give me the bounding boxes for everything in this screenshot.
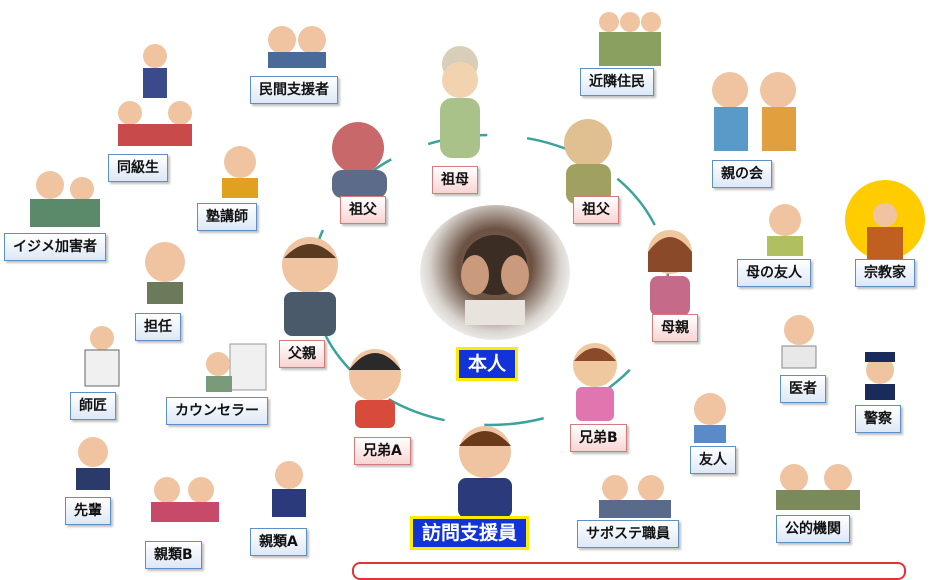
label-master: 師匠: [70, 392, 116, 420]
label-moms-friend: 母の友人: [737, 259, 811, 287]
label-police: 警察: [855, 405, 901, 433]
supporter-figure: [458, 426, 512, 518]
label-brother-a: 兄弟A: [354, 437, 411, 465]
label-relative-b: 親類B: [145, 541, 202, 569]
label-senior: 先輩: [65, 497, 111, 525]
label-public-agency: 公的機関: [776, 515, 850, 543]
father-figure: [282, 237, 338, 336]
relative-a-figure: [272, 461, 306, 517]
classmate-figure: [118, 44, 192, 146]
private-supporter-figure: [268, 26, 326, 68]
parents-group-figure: [712, 72, 796, 151]
label-self: 本人: [456, 347, 519, 381]
label-neighbors: 近隣住民: [580, 68, 654, 96]
label-father: 父親: [279, 340, 325, 368]
senior-figure: [76, 437, 110, 490]
homeroom-figure: [145, 242, 185, 304]
bully-figure: [30, 171, 100, 227]
friend-figure: [694, 393, 726, 443]
police-figure: [865, 352, 895, 400]
label-friend: 友人: [690, 446, 736, 474]
bottom-banner: [352, 562, 906, 580]
label-counselor: カウンセラー: [166, 397, 268, 425]
religious-figure: [845, 180, 925, 260]
grandpa-right-figure: [564, 119, 612, 204]
label-classmate: 同級生: [108, 154, 168, 182]
counselor-figure: [206, 343, 267, 392]
saposute-figure: [599, 475, 671, 518]
label-grandpa-right: 祖父: [573, 196, 619, 224]
label-private-supporter: 民間支援者: [250, 76, 338, 104]
label-saposute: サポステ職員: [577, 520, 679, 548]
label-brother-b: 兄弟B: [570, 424, 627, 452]
doctor-figure: [781, 315, 817, 369]
moms-friend-figure: [767, 204, 803, 256]
label-bully: イジメ加害者: [4, 233, 106, 261]
relative-b-figure: [151, 477, 219, 522]
label-parents-group: 親の会: [712, 160, 772, 188]
label-visiting-supporter: 訪問支援員: [410, 516, 530, 550]
neighbors-figure: [599, 12, 661, 66]
master-figure: [84, 326, 120, 387]
label-mother: 母親: [652, 314, 698, 342]
public-agency-figure: [776, 464, 860, 510]
brother-b-figure: [573, 343, 617, 421]
grandpa-left-figure: [332, 122, 387, 198]
label-relative-a: 親類A: [250, 528, 307, 556]
label-homeroom: 担任: [135, 313, 181, 341]
cram-teacher-figure: [222, 146, 258, 198]
label-cram-teacher: 塾講師: [197, 203, 257, 231]
label-doctor: 医者: [780, 375, 826, 403]
brother-a-figure: [349, 349, 401, 428]
label-grandpa-left: 祖父: [340, 196, 386, 224]
grandma-figure: [440, 46, 480, 158]
head-in-hands-icon: [461, 235, 529, 325]
label-religious: 宗教家: [855, 259, 915, 287]
mother-figure: [648, 230, 692, 316]
label-grandma: 祖母: [432, 166, 478, 194]
